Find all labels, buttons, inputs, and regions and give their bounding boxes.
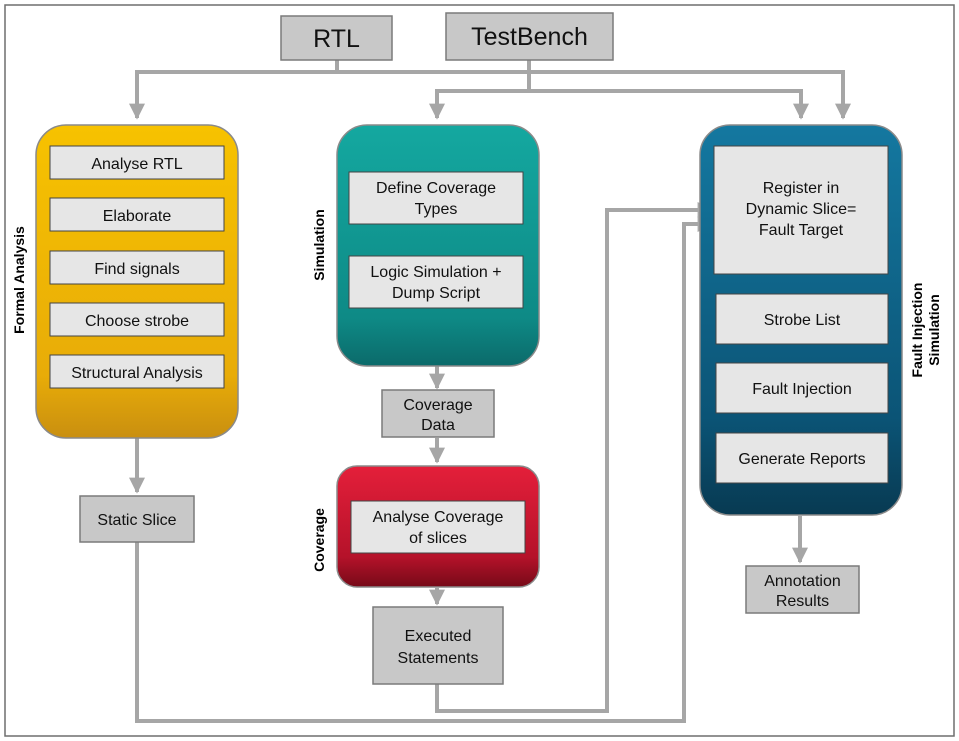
- coverage-lane-label: Coverage: [311, 508, 327, 572]
- fault-step: Strobe List: [715, 293, 889, 345]
- coverage-data-line: Data: [421, 417, 455, 434]
- fault-target-line: Fault Target: [759, 222, 844, 239]
- arrow-static-slice-to-fault-target: [135, 216, 714, 723]
- arrow-rtl-to-fault: [337, 70, 851, 120]
- rtl-label: RTL: [313, 25, 360, 53]
- static-slice-label: Static Slice: [97, 512, 176, 529]
- simulation-step-line: Logic Simulation +: [370, 264, 501, 281]
- coverage-step-line: Analyse Coverage: [373, 509, 504, 526]
- fault-lane-label-line: Simulation: [926, 294, 942, 366]
- fault-step-label: Generate Reports: [738, 451, 865, 468]
- coverage-data-line: Coverage: [403, 397, 472, 414]
- simulation-step-line: Define Coverage: [376, 180, 496, 197]
- simulation-lane-label: Simulation: [311, 209, 327, 281]
- simulation-step-line: Dump Script: [392, 285, 481, 302]
- arrow-testbench-to-fault: [529, 89, 809, 120]
- formal-step-label: Find signals: [94, 261, 179, 278]
- coverage-step-line: of slices: [409, 530, 467, 547]
- fault-step-label: Strobe List: [764, 312, 841, 329]
- executed-statements-line: Statements: [398, 650, 479, 667]
- diagram-frame: [4, 4, 955, 737]
- connectors: [129, 60, 851, 723]
- annotation-results-box: Annotation Results: [745, 565, 860, 614]
- testbench-box: TestBench: [445, 12, 614, 61]
- formal-analysis-panel: Analyse RTL Elaborate Find signals Choos…: [35, 124, 239, 439]
- formal-step: Choose strobe: [49, 302, 225, 337]
- arrow-rtl-to-formal: [129, 60, 339, 120]
- coverage-step: Analyse Coverage of slices: [350, 500, 526, 554]
- coverage-panel: Analyse Coverage of slices: [336, 465, 540, 588]
- fault-target-line: Register in: [763, 180, 839, 197]
- fault-step: Fault Injection: [715, 362, 889, 414]
- coverage-data-box: Coverage Data: [381, 389, 495, 438]
- formal-analysis-lane-label: Formal Analysis: [11, 226, 27, 334]
- fault-step-label: Fault Injection: [752, 381, 852, 398]
- static-slice-box: Static Slice: [79, 495, 195, 543]
- simulation-step: Logic Simulation + Dump Script: [348, 255, 524, 309]
- formal-step-label: Choose strobe: [85, 313, 189, 330]
- fault-target-box: Register in Dynamic Slice= Fault Target: [713, 145, 889, 275]
- formal-step: Elaborate: [49, 197, 225, 232]
- fault-injection-panel: Register in Dynamic Slice= Fault Target …: [699, 124, 903, 516]
- arrow-executed-to-fault-target: [435, 202, 714, 713]
- fault-lane-label-line: Fault Injection: [909, 283, 925, 378]
- rtl-box: RTL: [280, 15, 393, 61]
- fault-step: Generate Reports: [715, 432, 889, 484]
- formal-step: Analyse RTL: [49, 145, 225, 180]
- formal-step: Structural Analysis: [49, 354, 225, 389]
- executed-statements-box: Executed Statements: [372, 606, 504, 685]
- simulation-step: Define Coverage Types: [348, 171, 524, 225]
- formal-step-label: Elaborate: [103, 208, 172, 225]
- formal-step-label: Analyse RTL: [91, 156, 182, 173]
- simulation-step-line: Types: [415, 201, 458, 218]
- annotation-results-line: Results: [776, 593, 829, 610]
- arrow-testbench-to-simulation: [429, 60, 531, 120]
- annotation-results-line: Annotation: [764, 573, 841, 590]
- formal-step: Find signals: [49, 250, 225, 285]
- fault-target-line: Dynamic Slice=: [746, 201, 857, 218]
- formal-step-label: Structural Analysis: [71, 365, 203, 382]
- executed-statements-line: Executed: [405, 628, 472, 645]
- testbench-label: TestBench: [471, 23, 588, 51]
- simulation-panel: Define Coverage Types Logic Simulation +…: [336, 124, 540, 367]
